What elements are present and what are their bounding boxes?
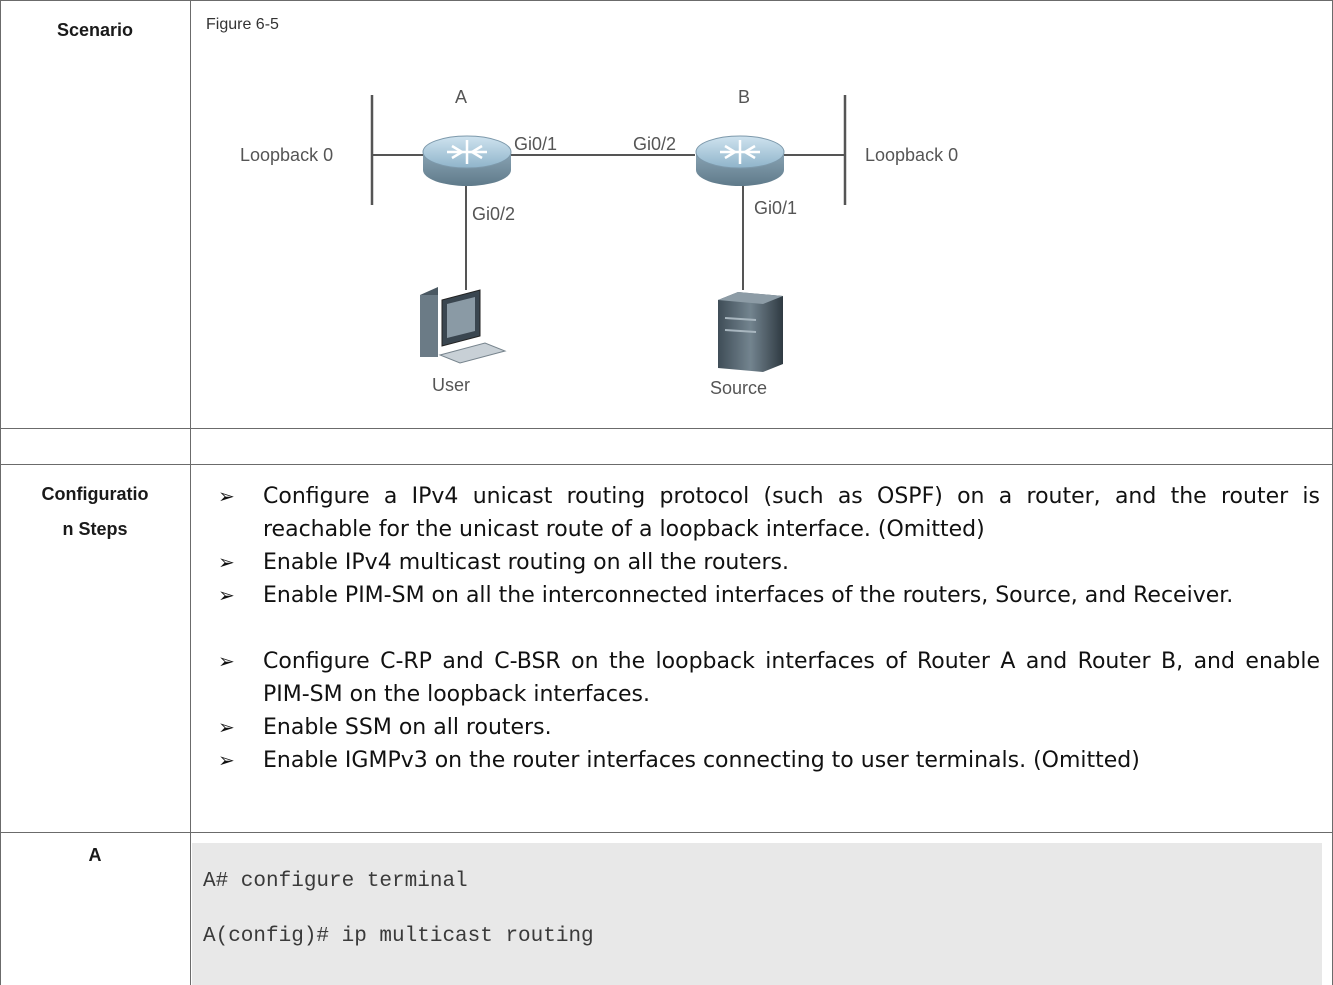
- router-b-gi01-label: Gi0/1: [754, 198, 797, 218]
- row-divider: [0, 832, 1333, 833]
- loopback-b-label: Loopback 0: [865, 145, 958, 165]
- config-steps-label-line1: Configuratio: [41, 484, 149, 504]
- router-a-label: A: [455, 87, 467, 107]
- row-divider: [0, 464, 1333, 465]
- router-b-label: B: [738, 87, 750, 107]
- device-label: A: [88, 845, 102, 865]
- router-b-gi02-label: Gi0/2: [633, 134, 676, 154]
- router-b-icon: [695, 135, 785, 186]
- table-column-divider: [190, 0, 191, 985]
- router-a-gi02-label: Gi0/2: [472, 204, 515, 224]
- step-item: ➢ Enable PIM-SM on all the interconnecte…: [218, 579, 1320, 612]
- arrow-bullet-icon: ➢: [218, 583, 235, 607]
- network-topology-diagram: A B Loopback 0 Loopback 0 Gi0/1 Gi0/2 Gi…: [240, 87, 958, 398]
- step-text: Enable PIM-SM on all the interconnected …: [263, 583, 1234, 608]
- arrow-bullet-icon: ➢: [218, 550, 235, 574]
- user-label: User: [432, 375, 470, 395]
- table-left-border: [0, 0, 1, 985]
- step-text: Enable IPv4 multicast routing on all the…: [263, 550, 790, 575]
- arrow-bullet-icon: ➢: [218, 748, 235, 772]
- row-divider: [0, 428, 1333, 429]
- arrow-bullet-icon: ➢: [218, 715, 235, 739]
- config-steps-label-line2: n Steps: [62, 519, 128, 539]
- table-top-border: [0, 0, 1333, 1]
- code-line: A# configure terminal: [203, 870, 468, 893]
- step-item: ➢ Configure a IPv4 unicast routing proto…: [218, 480, 1320, 546]
- code-line: A(config)# ip multicast routing: [203, 925, 594, 948]
- step-text: Enable IGMPv3 on the router interfaces c…: [263, 748, 1140, 773]
- arrow-bullet-icon: ➢: [218, 484, 235, 508]
- step-text: Configure a IPv4 unicast routing protoco…: [263, 484, 1320, 542]
- step-item: ➢ Enable IPv4 multicast routing on all t…: [218, 546, 1320, 579]
- step-text: Configure C-RP and C-BSR on the loopback…: [263, 649, 1320, 707]
- step-item: ➢ Configure C-RP and C-BSR on the loopba…: [218, 645, 1320, 711]
- router-a-gi01-label: Gi0/1: [514, 134, 557, 154]
- router-a-icon: [422, 135, 512, 186]
- step-item: ➢ Enable SSM on all routers.: [218, 711, 1320, 744]
- step-text: Enable SSM on all routers.: [263, 715, 552, 740]
- scenario-label: Scenario: [56, 20, 134, 40]
- user-computer-icon: [420, 287, 507, 364]
- source-server-icon: [718, 292, 783, 372]
- arrow-bullet-icon: ➢: [218, 649, 235, 673]
- loopback-a-label: Loopback 0: [240, 145, 333, 165]
- source-label: Source: [710, 378, 767, 398]
- code-block: [192, 843, 1322, 985]
- figure-caption: Figure 6-5: [206, 16, 279, 33]
- step-item: ➢ Enable IGMPv3 on the router interfaces…: [218, 744, 1320, 777]
